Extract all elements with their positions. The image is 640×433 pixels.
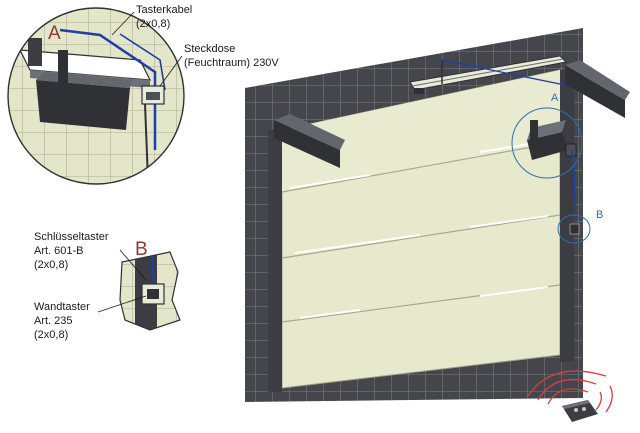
radio-waves-icon — [527, 370, 613, 413]
marker-a-label: A — [551, 92, 559, 104]
socket-label-line2: (Feuchtraum) 230V — [184, 57, 279, 69]
wall-button-line3: (2x0,8) — [34, 329, 68, 341]
key-switch-line1: Schlüsseltaster — [34, 231, 109, 243]
socket-icon — [141, 85, 165, 105]
detail-a: A Tasterkabel (2x0,8) Steckdose (Feuchtr… — [7, 4, 279, 185]
wall-button-line2: Art. 235 — [34, 315, 73, 327]
marker-a: A — [511, 92, 583, 179]
right-rail — [565, 60, 630, 118]
opener-track — [409, 55, 568, 94]
wall-button-icon — [569, 223, 580, 235]
wall-button-line1: Wandtaster — [34, 301, 90, 313]
cable-label-line2: (2x0,8) — [136, 18, 170, 30]
garage-opener-icon — [527, 120, 577, 160]
detail-b: B Schlüsseltaster Art. 601-B (2x0,8) Wan… — [34, 231, 181, 341]
key-switch-line2: Art. 601-B — [34, 245, 84, 257]
cable-label-line1: Tasterkabel — [136, 4, 192, 16]
marker-b: B — [557, 209, 603, 244]
control-cable — [571, 149, 577, 231]
detail-b-letter: B — [135, 239, 148, 260]
remote-control-icon — [562, 400, 598, 422]
left-rail — [274, 114, 345, 168]
key-switch-line3: (2x0,8) — [34, 259, 68, 271]
garage-door — [281, 69, 561, 389]
detail-a-letter: A — [48, 23, 61, 44]
marker-b-label: B — [596, 209, 603, 221]
socket-label-line1: Steckdose — [184, 43, 235, 55]
